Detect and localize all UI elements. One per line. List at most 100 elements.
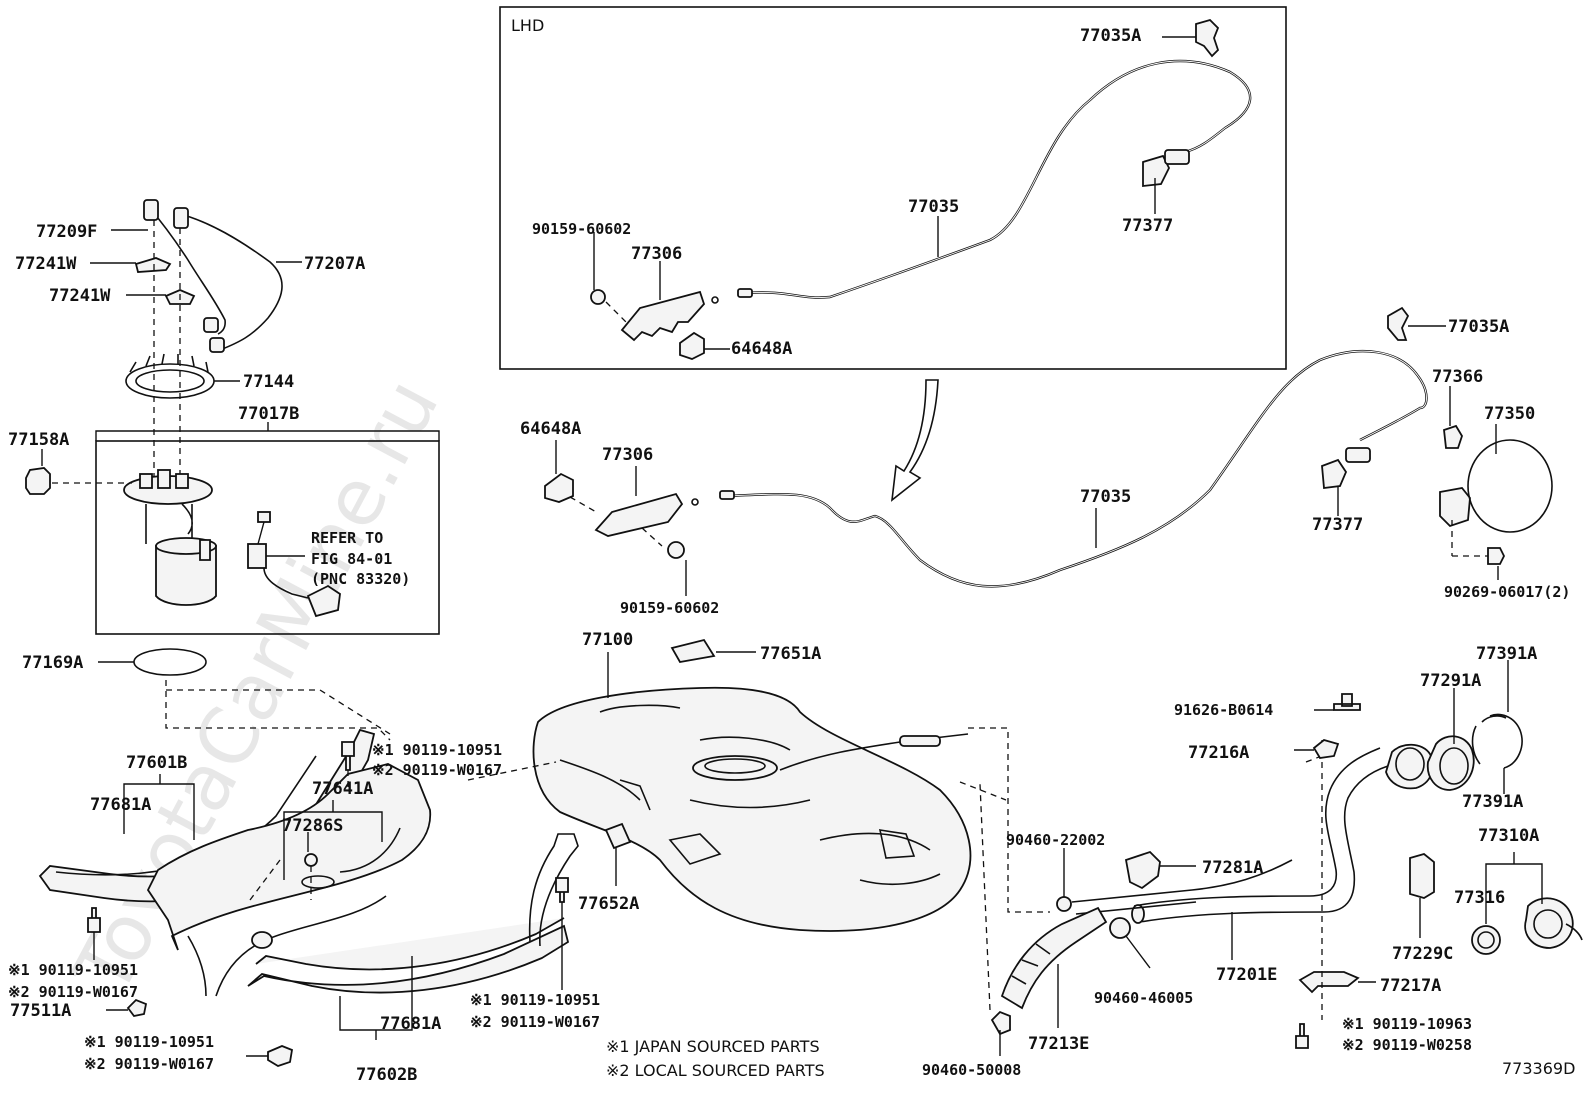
label-77169A: 77169A (22, 653, 83, 673)
clip-77511A (126, 998, 148, 1017)
note-local-sourced: ※2 LOCAL SOURCED PARTS (606, 1061, 825, 1080)
tank-protector-77641A (146, 763, 432, 951)
filler-hose-77213E (1000, 906, 1108, 1010)
label-77681A-b: 77681A (380, 1014, 441, 1034)
handle-connector-inset (1142, 154, 1171, 188)
pressure-regulator-77158A (25, 467, 51, 495)
bolt-90119-b (87, 907, 101, 933)
label-77100: 77100 (582, 630, 633, 650)
label-77035A-inset: 77035A (1080, 26, 1141, 46)
label-91626-B0614: 91626-B0614 (1174, 701, 1273, 719)
fuel-cap-77316 (1524, 897, 1574, 949)
clip-77229C (1409, 853, 1435, 899)
fuel-lid-77350 (1467, 439, 1553, 533)
label-90460-22002: 90460-22002 (1006, 831, 1105, 849)
label-f2-90119-W0167-d: ※2 90119-W0167 (470, 1013, 600, 1031)
refer-line2: FIG 84-01 (311, 550, 392, 568)
label-f1-90119-10951-a: ※1 90119-10951 (372, 741, 502, 759)
label-77651A: 77651A (760, 644, 821, 664)
bolt-inset (590, 289, 606, 305)
label-77017B: 77017B (238, 404, 299, 424)
bolt-90159 (667, 541, 685, 559)
grommet-77286S (304, 853, 318, 867)
lid-opener-77366 (1443, 424, 1463, 449)
figure-id: 773369D (1502, 1059, 1575, 1078)
label-77641A: 77641A (312, 779, 373, 799)
label-90269-06017: 90269-06017(2) (1444, 583, 1570, 601)
cable-clamp (1387, 306, 1410, 341)
clamp-90460-22002 (1056, 896, 1072, 912)
bracket-64648A (544, 472, 574, 503)
fuel-pump-section: 77209F 77241W 77207A 77241W 77144 77017B… (8, 199, 440, 741)
label-f1-90119-10951-c: ※1 90119-10951 (84, 1033, 214, 1051)
label-77511A: 77511A (10, 1001, 71, 1021)
bracket-77217A (1298, 971, 1360, 994)
label-77391A-b: 77391A (1462, 792, 1523, 812)
label-77035: 77035 (1080, 487, 1131, 507)
fuel-tank-section: 77100 77651A 77652A (467, 630, 1050, 932)
watermark: ToyotaCarMine.ru (57, 365, 457, 1010)
label-77286S: 77286S (282, 816, 343, 836)
note-japan-sourced: ※1 JAPAN SOURCED PARTS (606, 1037, 820, 1056)
clip-77241W-a (134, 257, 172, 273)
lhd-inset: LHD 77035A 77035 77377 90159-60602 77306… (499, 6, 1287, 370)
bracket-77281A (1124, 850, 1161, 890)
label-77213E: 77213E (1028, 1034, 1089, 1054)
label-77201E: 77201E (1216, 965, 1277, 985)
label-77391A-a: 77391A (1476, 644, 1537, 664)
gasket-77291A (1426, 735, 1475, 791)
bolt-90119-c (555, 877, 569, 903)
label-77681A-a: 77681A (90, 795, 151, 815)
pad-77651A (670, 638, 716, 663)
fuel-lid-hinge (1439, 487, 1471, 528)
fuel-lid-release-cable-inset (745, 59, 1252, 299)
pad-77652A (604, 822, 632, 850)
label-77652A: 77652A (578, 894, 639, 914)
label-77350: 77350 (1484, 404, 1535, 424)
label-77158A: 77158A (8, 430, 69, 450)
label-77241W-b: 77241W (49, 286, 111, 306)
label-77602B: 77602B (356, 1065, 417, 1085)
clip-90460-50008 (990, 1010, 1011, 1036)
label-77306: 77306 (602, 445, 653, 465)
clip-inset (679, 331, 705, 360)
label-90159-60602: 90159-60602 (620, 599, 719, 617)
label-77229C: 77229C (1392, 944, 1453, 964)
label-f2-90119-W0167-c: ※2 90119-W0167 (84, 1055, 214, 1073)
label-77377-inset: 77377 (1122, 216, 1173, 236)
label-f1-90119-10951-d: ※1 90119-10951 (470, 991, 600, 1009)
release-cable-section: 64648A 77306 90159-60602 77035A 77366 77… (520, 306, 1570, 617)
refer-line1: REFER TO (311, 529, 383, 547)
bolt-90119-d (267, 1045, 294, 1067)
refer-line3: (PNC 83320) (311, 570, 410, 588)
cap-ring (1471, 925, 1501, 955)
label-77310A: 77310A (1478, 826, 1539, 846)
label-f1-90119-10951-b: ※1 90119-10951 (8, 961, 138, 979)
label-77241W-a: 77241W (15, 254, 77, 274)
label-77306-inset: 77306 (631, 244, 682, 264)
tank-band-section: 77601B 77681A 77641A 77286S ※1 90119-109… (8, 728, 600, 1085)
label-77216A: 77216A (1188, 743, 1249, 763)
filler-neck (1385, 743, 1435, 790)
label-90460-46005: 90460-46005 (1094, 989, 1193, 1007)
label-77035-inset: 77035 (908, 197, 959, 217)
lock-ring-77144 (125, 363, 215, 399)
screw-90269 (1487, 547, 1506, 565)
label-77281A: 77281A (1202, 858, 1263, 878)
band-77391A (1471, 713, 1523, 769)
label-f1-90119-10963: ※1 90119-10963 (1342, 1015, 1472, 1033)
label-77601B: 77601B (126, 753, 187, 773)
release-lever (594, 492, 684, 537)
fuel-hose-assembly (179, 213, 283, 351)
tank-band-77602B (247, 924, 570, 994)
label-77144: 77144 (243, 372, 294, 392)
label-77366: 77366 (1432, 367, 1483, 387)
release-lever-inset (620, 290, 706, 342)
fuel-sender-gauge (247, 543, 267, 569)
label-f2-90119-W0167-a: ※2 90119-W0167 (372, 761, 502, 779)
filler-pipe-section: 77391A 77291A 91626-B0614 77216A 77391A … (922, 644, 1583, 1079)
label-f2-90119-W0167-b: ※2 90119-W0167 (8, 983, 138, 1001)
label-77035A: 77035A (1448, 317, 1509, 337)
label-90460-50008: 90460-50008 (922, 1061, 1021, 1079)
